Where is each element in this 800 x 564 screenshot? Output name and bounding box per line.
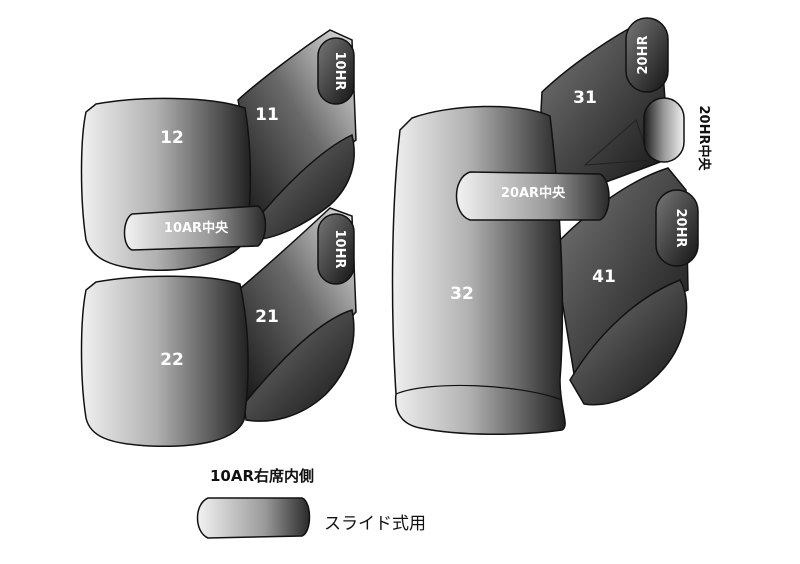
headrest-10hr-top-label: 10HR	[332, 52, 347, 91]
armrest-20ar-center-label: 20AR中央	[501, 185, 566, 201]
armrest-10ar-center: 10AR中央	[123, 205, 267, 251]
armrest-10ar-center-label: 10AR中央	[164, 220, 229, 236]
armrest-20ar-center: 20AR中央	[455, 171, 610, 221]
seat-12-label: 12	[160, 128, 184, 148]
headrest-20hr-top: 20HR	[625, 17, 669, 93]
seat-31-label: 31	[573, 88, 597, 108]
seat-41-label: 41	[592, 267, 616, 287]
headrest-20hr-top-label: 20HR	[636, 36, 651, 75]
seat-22: 22	[80, 275, 249, 448]
headrest-10hr-top: 10HR	[317, 37, 355, 105]
seat-11-label: 11	[255, 105, 279, 125]
seat-32: 32	[391, 105, 566, 435]
headrest-20hr-bottom-label: 20HR	[673, 209, 688, 248]
headrest-10hr-bottom: 10HR	[317, 213, 355, 285]
headrest-10hr-bottom-label: 10HR	[332, 230, 347, 269]
legend-swatch	[196, 497, 311, 539]
legend-caption: スライド式用	[324, 514, 426, 534]
seat-21-label: 21	[255, 307, 279, 327]
headrest-20hr-center: 20HR中央	[643, 97, 712, 172]
headrest-20hr-bottom: 20HR	[655, 189, 699, 267]
seat-32-label: 32	[450, 284, 474, 304]
seat-22-label: 22	[160, 350, 184, 370]
legend-title: 10AR右席内側	[210, 467, 314, 485]
headrest-20hr-center-label: 20HR中央	[696, 106, 712, 172]
